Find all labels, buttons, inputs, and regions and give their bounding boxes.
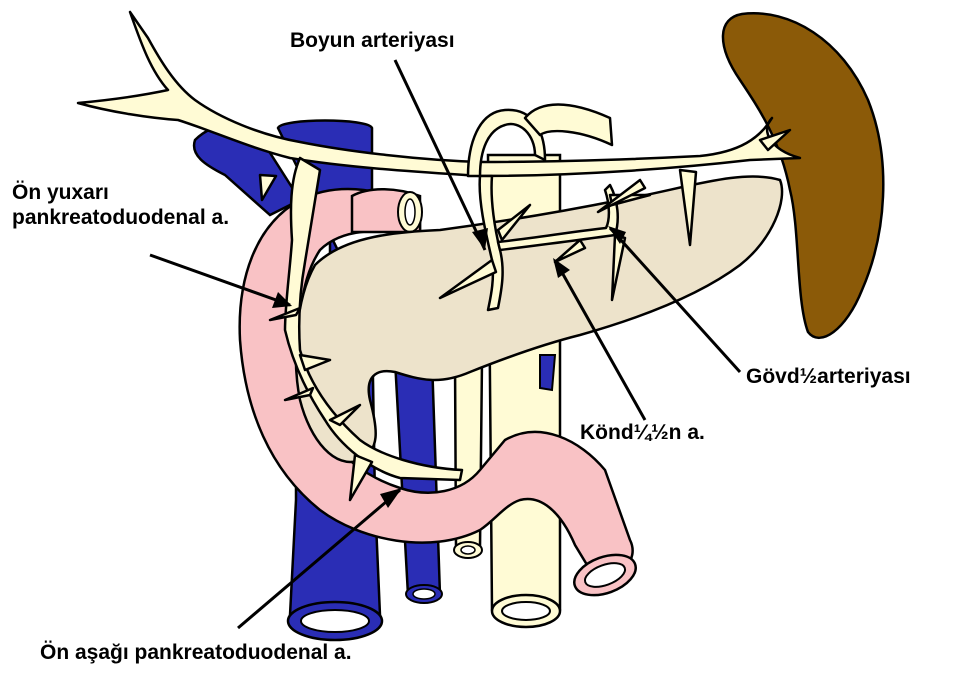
label-boyun-arteriyasi: Boyun arteriyası xyxy=(290,28,455,53)
renal-vein-stub xyxy=(540,355,555,390)
label-on-yuxari-line1: Ön yuxarı xyxy=(12,180,229,205)
label-on-yuxari-line2: pankreatoduodenal a. xyxy=(12,205,229,230)
label-on-yuxari-pankreatoduodenal: Ön yuxarı pankreatoduodenal a. xyxy=(12,180,229,230)
label-govde-arteriyasi: Gövd½arteriyası xyxy=(746,364,911,389)
label-kondelen-a: Könd¼½n a. xyxy=(580,420,705,445)
label-on-asagi-pankreatoduodenal: Ön aşağı pankreatoduodenal a. xyxy=(40,640,352,665)
